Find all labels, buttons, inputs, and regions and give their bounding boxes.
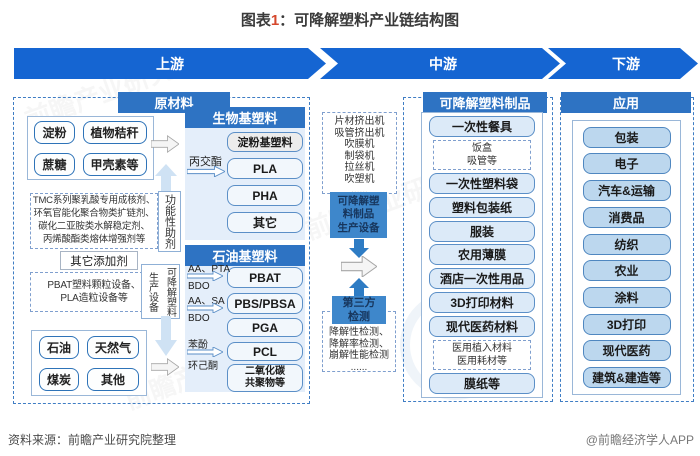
converting-machines-list: 片材挤出机 吸管挤出机 吹膜机 制袋机 拉丝机 吹塑机 ......: [322, 112, 397, 196]
bio-plastics-panel: 生物基塑料 淀粉基塑料 PLA PHA 其它 丙交酯: [185, 107, 305, 240]
application-item: 包装: [582, 126, 671, 148]
products-header: 可降解塑料制品: [423, 92, 547, 113]
lactide-route-label: 丙交酯: [189, 156, 222, 168]
product-item: 一次性塑料袋: [429, 172, 535, 194]
raw-material-item: 甲壳素等: [82, 152, 147, 176]
page-title: 图表1：可降解塑料产业链结构图: [0, 9, 700, 30]
title-prefix: 图表: [240, 12, 271, 29]
source-note: 资料来源：前瞻产业研究院整理: [8, 433, 177, 447]
flow-arrow-right-icon: [341, 256, 377, 277]
petro-plastic-item: PBAT: [227, 267, 303, 288]
application-item: 纺织: [582, 233, 671, 255]
stage-arrow-downstream: 下游: [548, 48, 698, 79]
production-equipment-label: 可降解塑料生产设备: [141, 264, 180, 319]
application-item: 3D打印: [582, 313, 671, 335]
functional-additives-label: 功能性助剂: [158, 191, 181, 252]
flow-arrow-right-icon: [151, 133, 179, 155]
petro-plastics-panel: 石油基塑料 PBAT PBS/PBSA PGA PCL 二氧化碳 共聚物等 AA…: [185, 245, 305, 392]
application-item: 农业: [582, 260, 671, 282]
route-feedstock-label: 苯酚: [188, 340, 208, 351]
route-arrow-right-icon: [187, 347, 223, 357]
bio-plastic-item: 其它: [227, 212, 303, 233]
route-arrow-right-icon: [187, 166, 225, 177]
route-feedstock-label: AA、PTA: [188, 264, 231, 275]
raw-material-item: 其他: [87, 367, 140, 391]
application-item: 现代医药: [582, 340, 671, 362]
raw-material-item: 煤炭: [38, 367, 79, 391]
products-list: 一次性餐具 饭盒 吸管等 一次性塑料袋 塑料包装纸 服装 农用薄膜 酒店一次性用…: [421, 112, 543, 398]
flow-arrow-right-icon: [151, 356, 179, 378]
route-arrow-right-icon: [187, 303, 223, 313]
fossil-raw-materials-box: 石油 天然气 煤炭 其他: [31, 330, 147, 396]
application-item: 建筑&建造等: [582, 367, 671, 389]
functional-additives-detail: TMC系列聚乳酸专用成核剂、 环氧官能化聚合物类扩链剂、 碳化二亚胺类水解稳定剂…: [30, 193, 158, 249]
flow-arrow-down-icon: [349, 239, 369, 258]
applications-header: 应用: [561, 92, 691, 113]
third-party-testing-box: 第三方 检测: [332, 296, 386, 324]
product-subitems-note: 饭盒 吸管等: [433, 139, 531, 170]
application-item: 电子: [582, 153, 671, 175]
route-arrow-right-icon: [187, 271, 223, 281]
bio-plastic-item: PHA: [227, 185, 303, 206]
other-additives-box: 其它添加剂: [60, 251, 138, 270]
raw-material-item: 植物秸秆: [82, 120, 147, 144]
stage-arrow-midstream: 中游: [320, 48, 560, 79]
bio-plastics-header: 生物基塑料: [185, 107, 305, 128]
route-feedstock-label: BDO: [188, 313, 210, 324]
product-item: 膜纸等: [429, 372, 535, 394]
route-feedstock-label: 环己酮: [188, 361, 218, 372]
stage-arrow-upstream: 上游: [14, 48, 326, 79]
product-item: 服装: [429, 220, 535, 242]
stage-label-downstream: 下游: [612, 55, 640, 72]
title-number: 1: [270, 12, 280, 29]
application-item: 消费品: [582, 206, 671, 228]
product-item: 塑料包装纸: [429, 196, 535, 218]
flow-arrow-down-icon: [155, 316, 177, 356]
petro-plastic-item: PGA: [227, 318, 303, 337]
applications-list: 包装 电子 汽车&运输 消费品 纺织 农业 涂料 3D打印 现代医药 建筑&建造…: [572, 120, 681, 395]
flow-arrow-up-icon: [349, 278, 369, 297]
petro-plastic-item: 二氧化碳 共聚物等: [227, 364, 303, 392]
product-item: 酒店一次性用品: [429, 268, 535, 290]
product-item: 农用薄膜: [429, 244, 535, 266]
bio-plastic-item: PLA: [227, 158, 303, 179]
raw-material-item: 石油: [38, 335, 79, 359]
bio-raw-materials-box: 淀粉 植物秸秆 蔗糖 甲壳素等: [27, 116, 154, 180]
bio-plastic-item: 淀粉基塑料: [227, 132, 303, 152]
petro-plastic-item: PBS/PBSA: [227, 293, 303, 314]
route-feedstock-label: AA、SA: [188, 296, 225, 307]
product-equipment-box: 可降解塑 料制品 生产设备: [330, 192, 387, 238]
flow-arrow-up-icon: [155, 164, 177, 192]
raw-material-item: 天然气: [87, 335, 140, 359]
stage-label-midstream: 中游: [429, 55, 457, 72]
product-item: 现代医药材料: [429, 316, 535, 338]
raw-material-item: 淀粉: [34, 120, 75, 144]
application-item: 汽车&运输: [582, 180, 671, 202]
title-rest: ：可降解塑料产业链结构图: [279, 12, 460, 29]
application-item: 涂料: [582, 287, 671, 309]
stage-label-upstream: 上游: [156, 55, 184, 72]
product-subitems-note: 医用植入材料 医用耗材等: [433, 340, 531, 371]
petro-plastics-header: 石油基塑料: [185, 245, 305, 266]
brand-note: @前瞻经济学人APP: [585, 433, 694, 447]
petro-plastic-item: PCL: [227, 342, 303, 361]
route-feedstock-label: BDO: [188, 281, 210, 292]
product-item: 3D打印材料: [429, 292, 535, 314]
raw-material-item: 蔗糖: [34, 152, 75, 176]
production-equipment-detail: PBAT塑料颗粒设备、 PLA造粒设备等: [30, 272, 158, 312]
product-item: 一次性餐具: [429, 115, 535, 137]
